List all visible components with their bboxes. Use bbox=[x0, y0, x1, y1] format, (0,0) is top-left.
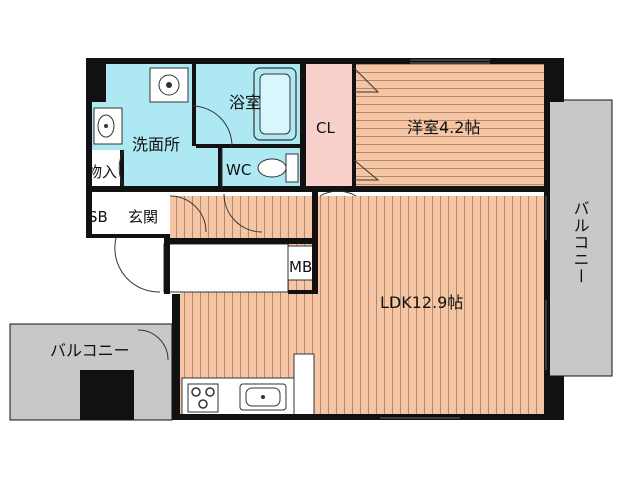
hallway-floor bbox=[170, 196, 316, 238]
shoe-box-label: SB bbox=[88, 208, 108, 226]
entrance-label: 玄関 bbox=[128, 208, 158, 226]
corridor-white bbox=[163, 243, 289, 293]
western-room-label: 洋室4.2帖 bbox=[407, 118, 480, 137]
balcony-left-label: バルコニー bbox=[50, 341, 130, 360]
toilet-icon bbox=[257, 153, 299, 183]
washing-machine-icon bbox=[149, 67, 189, 103]
storage-label: 物入 bbox=[87, 163, 117, 181]
walls bbox=[80, 58, 564, 420]
meter-box-floor bbox=[287, 245, 317, 281]
kitchen-floor-strip bbox=[293, 353, 315, 417]
washbasin-icon bbox=[93, 107, 123, 145]
meter-box-label: MB bbox=[289, 258, 312, 276]
door-swings bbox=[114, 67, 380, 361]
bath-label: 浴室 bbox=[229, 93, 261, 112]
bathtub-icon bbox=[253, 67, 297, 141]
western-room-floor bbox=[354, 62, 544, 190]
windows bbox=[380, 59, 547, 419]
balcony-right-label: バルコニー bbox=[571, 200, 590, 285]
toilet-label: WC bbox=[226, 161, 251, 179]
stove-icon bbox=[187, 383, 219, 413]
closet-floor bbox=[306, 62, 354, 188]
balcony-right-area bbox=[547, 99, 613, 377]
closet-label: CL bbox=[316, 119, 335, 137]
washroom-label: 洗面所 bbox=[132, 135, 180, 154]
ldk-label: LDK12.9帖 bbox=[380, 293, 463, 312]
sink-icon bbox=[239, 383, 287, 411]
